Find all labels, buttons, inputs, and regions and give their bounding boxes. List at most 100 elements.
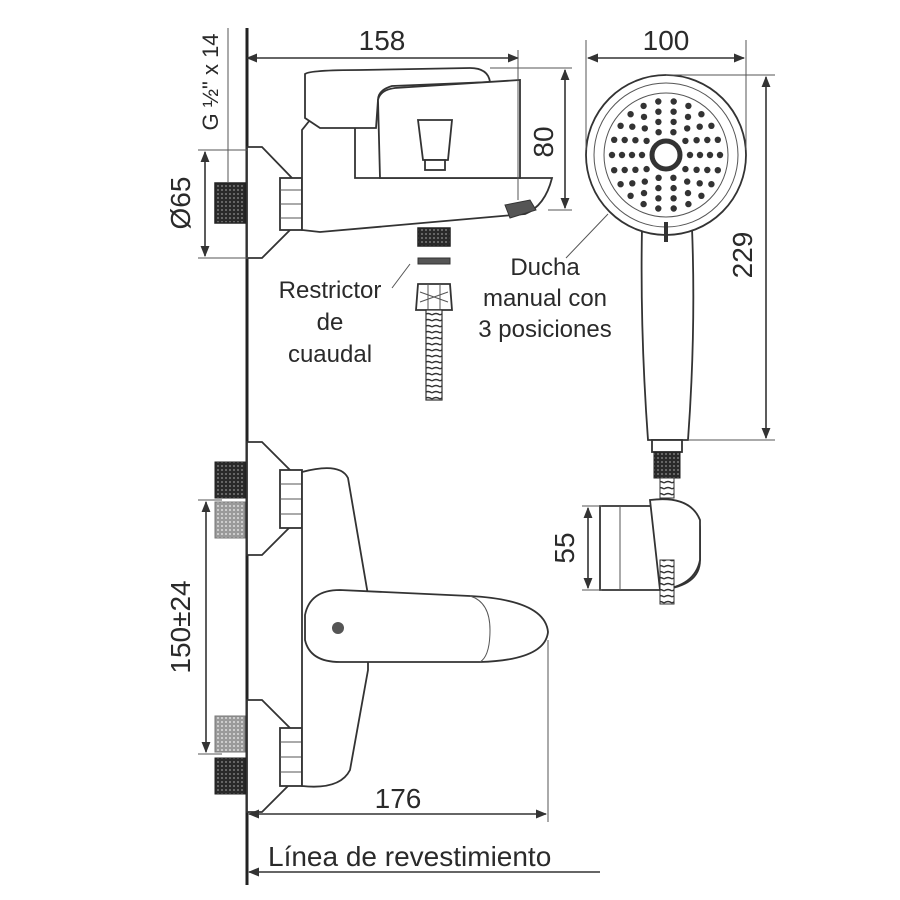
- svg-text:Ducha: Ducha: [510, 254, 580, 281]
- dim-229-label: 229: [727, 232, 758, 279]
- dim-80-label: 80: [528, 126, 559, 157]
- hand-shower: [565, 74, 747, 499]
- dim-158: 158: [245, 25, 520, 200]
- nozzle-dot: [685, 102, 692, 110]
- svg-text:manual con: manual con: [483, 285, 607, 312]
- shower-label: Ducha manual con 3 posiciones: [478, 254, 611, 343]
- nozzle-dot: [627, 192, 634, 199]
- nozzle-dot: [670, 108, 677, 115]
- nozzle-dot: [643, 137, 650, 145]
- nozzle-dot: [640, 200, 647, 208]
- nozzle-dot: [698, 111, 705, 118]
- nozzle-dot: [617, 122, 624, 129]
- dim-thread: G ½" x 14: [198, 28, 229, 182]
- nozzle-dot: [640, 102, 647, 110]
- nozzle-dot: [618, 151, 626, 159]
- shower-nozzles: [608, 98, 724, 212]
- restrictor-leader: [391, 263, 411, 289]
- nozzle-dot: [638, 151, 646, 159]
- nozzle-dot: [670, 205, 677, 212]
- nozzle-dot: [693, 137, 700, 144]
- nozzle-dot: [655, 108, 662, 115]
- nozzle-dot: [714, 167, 721, 174]
- nozzle-dot: [632, 166, 639, 173]
- nozzle-dot: [611, 167, 618, 174]
- nozzle-dot: [684, 113, 692, 121]
- nozzle-dot: [684, 178, 691, 185]
- mixer-front-view: [214, 441, 549, 813]
- dim-100: 100: [585, 25, 747, 150]
- dim-55-label: 55: [549, 532, 580, 563]
- nozzle-dot: [714, 136, 721, 143]
- nozzle-dot: [629, 123, 636, 130]
- restrictor-label: Restrictor de cuaudal: [279, 277, 382, 368]
- dim-176-label: 176: [375, 783, 422, 814]
- nozzle-dot: [655, 174, 662, 181]
- nozzle-dot: [670, 184, 677, 192]
- dim-100-label: 100: [643, 25, 690, 56]
- nozzle-dot: [655, 118, 662, 126]
- nozzle-dot: [621, 166, 628, 174]
- nozzle-dot: [684, 125, 691, 132]
- nozzle-dot: [696, 151, 704, 159]
- nozzle-dot: [685, 200, 692, 208]
- nozzle-dot: [670, 98, 677, 105]
- nozzle-dot: [655, 98, 662, 105]
- nozzle-dot: [655, 205, 662, 212]
- nozzle-dot: [706, 151, 714, 159]
- dim-150-label: 150±24: [165, 580, 196, 673]
- nozzle-dot: [655, 129, 662, 136]
- nozzle-dot: [684, 189, 692, 197]
- nozzle-dot: [704, 166, 711, 174]
- nozzle-dot: [655, 184, 662, 192]
- nozzle-dot: [621, 136, 628, 144]
- dim-176: 176: [247, 640, 549, 822]
- svg-text:Línea de revestimiento: Línea de revestimiento: [268, 841, 551, 872]
- dim-thread-label: G ½" x 14: [198, 33, 223, 130]
- nozzle-dot: [641, 125, 648, 132]
- nozzle-dot: [628, 151, 636, 159]
- nozzle-dot: [686, 151, 694, 159]
- nozzle-dot: [696, 180, 703, 187]
- nozzle-dot: [608, 151, 616, 159]
- shower-holder: 55: [549, 498, 701, 605]
- nozzle-dot: [632, 137, 639, 144]
- nozzle-dot: [696, 123, 703, 130]
- nozzle-dot: [704, 136, 711, 144]
- dim-diameter-label: Ø65: [165, 177, 196, 230]
- nozzle-dot: [627, 111, 634, 118]
- dim-229: 229: [666, 74, 775, 441]
- nozzle-dot: [670, 118, 677, 126]
- nozzle-dot: [655, 195, 662, 202]
- nozzle-dot: [629, 180, 636, 187]
- dim-diameter: Ø65: [165, 149, 248, 259]
- flow-restrictor: [391, 257, 453, 401]
- nozzle-dot: [682, 137, 689, 145]
- nozzle-dot: [670, 174, 677, 181]
- nozzle-dot: [670, 129, 677, 136]
- nozzle-dot: [611, 136, 618, 143]
- dim-158-label: 158: [359, 25, 406, 56]
- nozzle-dot: [698, 192, 705, 199]
- nozzle-dot: [641, 178, 648, 185]
- wall-line-label: Línea de revestimiento: [247, 841, 600, 877]
- svg-text:cuaudal: cuaudal: [288, 341, 372, 368]
- svg-text:3 posiciones: 3 posiciones: [478, 316, 611, 343]
- nozzle-dot: [693, 166, 700, 173]
- nozzle-dot: [640, 113, 648, 121]
- svg-text:Restrictor: Restrictor: [279, 277, 382, 304]
- mixer-side-view: [214, 67, 554, 259]
- nozzle-dot: [640, 189, 648, 197]
- dim-150: 150±24: [165, 499, 222, 755]
- nozzle-dot: [708, 122, 715, 129]
- nozzle-dot: [617, 181, 624, 188]
- nozzle-dot: [670, 195, 677, 202]
- shower-leader: [565, 213, 609, 259]
- nozzle-dot: [716, 151, 724, 159]
- nozzle-dot: [682, 165, 689, 173]
- dim-80: 80: [490, 67, 572, 211]
- svg-text:de: de: [317, 309, 344, 336]
- nozzle-dot: [643, 165, 650, 173]
